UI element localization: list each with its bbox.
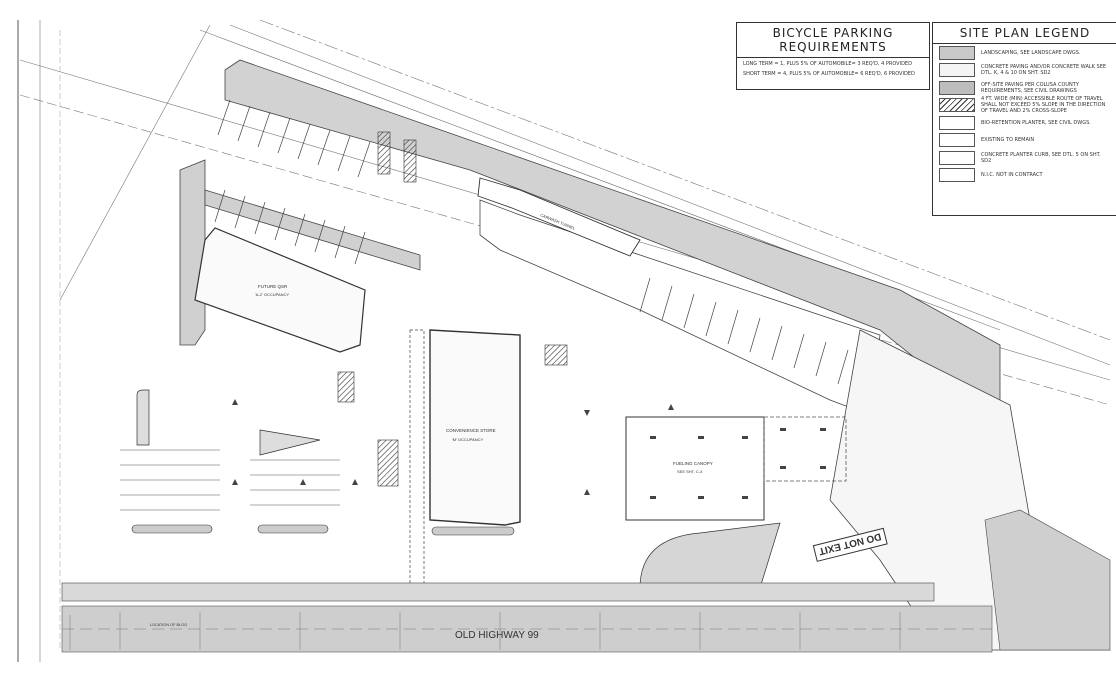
planter-island-1: [136, 389, 150, 446]
legend-swatch-accessible-route: [939, 98, 975, 113]
building-future-qsr-sub: 'A-2' OCCUPANCY: [255, 292, 289, 297]
parking-stalls-west: [120, 449, 340, 511]
legend-item-planter-curb: CONCRETE PLANTER CURB, SEE DTL. 5 ON SHT…: [933, 149, 1116, 167]
street-name: OLD HIGHWAY 99: [455, 630, 539, 641]
legend-title: SITE PLAN LEGEND: [933, 23, 1116, 44]
legend-item-accessible-route: 4 FT. WIDE (MIN) ACCESSIBLE ROUTE OF TRA…: [933, 96, 1116, 115]
frontage-planter: [61, 582, 935, 602]
legend-item-existing: EXISTING TO REMAIN: [933, 132, 1116, 150]
bicycle-parking-short-term: SHORT TERM = 4, PLUS 5% OF AUTOMOBILE= 6…: [743, 70, 915, 77]
parking-stalls-north: [214, 99, 371, 265]
legend-text: LANDSCAPING, SEE LANDSCAPE DWGS.: [981, 49, 1081, 56]
building-future-qsr: [194, 227, 366, 353]
do-not-exit-marking: DO NOT EXIT: [812, 527, 888, 562]
legend-text: BIO-RETENTION PLANTER, SEE CIVIL DWGS.: [981, 119, 1091, 126]
fueling-canopy-sub: SEE SHT. C-4: [677, 469, 703, 474]
legend-swatch-existing: [939, 133, 975, 148]
planter-island-5: [431, 526, 515, 536]
convenience-store-label: CONVENIENCE STORE: [446, 428, 496, 433]
legend-swatch-planter-curb: [939, 150, 975, 165]
planter-island-3: [131, 524, 213, 534]
walkway-west: [409, 329, 425, 601]
bicycle-parking-title: BICYCLE PARKING REQUIREMENTS: [737, 23, 929, 58]
legend-item-bio-retention: BIO-RETENTION PLANTER, SEE CIVIL DWGS.: [933, 114, 1116, 132]
legend-item-landscaping: LANDSCAPING, SEE LANDSCAPE DWGS.: [933, 44, 1116, 62]
accessible-ramp-west: [377, 439, 399, 487]
bicycle-parking-long-term: LONG TERM = 1, PLUS 5% OF AUTOMOBILE= 3 …: [743, 61, 912, 67]
parking-stalls-east: [639, 277, 849, 385]
legend-swatch-bio-retention: [939, 115, 975, 130]
legend-text: CONCRETE PAVING AND/OR CONCRETE WALK SEE…: [981, 64, 1107, 77]
convenience-store-sub: 'M' OCCUPANCY: [452, 437, 484, 442]
bicycle-parking-table: BICYCLE PARKING REQUIREMENTS LONG TERM =…: [736, 22, 930, 90]
legend-text: CONCRETE PLANTER CURB, SEE DTL. 5 ON SHT…: [981, 151, 1101, 164]
accessible-stall-4: [337, 371, 355, 403]
dimension-lines: [69, 612, 901, 650]
fueling-canopy-label: FUELING CANOPY: [673, 461, 713, 466]
carwash-tunnel: [477, 177, 641, 257]
fuel-dispensers: [650, 428, 826, 499]
legend-item-offsite-paving: OFF-SITE PAVING PER COLUSA COUNTY REQUIR…: [933, 79, 1116, 97]
legend-text: OFF-SITE PAVING PER COLUSA COUNTY REQUIR…: [981, 81, 1079, 94]
legend-swatch-offsite-paving: [939, 80, 975, 95]
location-blog-note: LOCATION OF BLOG: [150, 623, 187, 627]
old-highway-99-road: [61, 605, 993, 653]
legend-text: N.I.C. NOT IN CONTRACT: [981, 172, 1043, 179]
east-parking-field: [479, 199, 881, 416]
planter-island-2: [259, 429, 321, 456]
landscape-southeast-curve: [639, 522, 781, 589]
legend-item-concrete: CONCRETE PAVING AND/OR CONCRETE WALK SEE…: [933, 62, 1116, 80]
canopy-extension: [763, 416, 847, 482]
planter-island-4: [257, 524, 329, 534]
southeast-landscape: [984, 509, 1111, 651]
building-future-qsr-label: FUTURE QSR: [258, 284, 288, 289]
legend-swatch-landscaping: [939, 45, 975, 60]
site-plan-legend: SITE PLAN LEGEND LANDSCAPING, SEE LANDSC…: [932, 22, 1116, 216]
accessible-stall-1: [377, 131, 391, 175]
traffic-arrows: [232, 399, 674, 495]
legend-text: EXISTING TO REMAIN: [981, 137, 1035, 144]
legend-swatch-nic: [939, 168, 975, 183]
accessible-stall-3: [544, 344, 568, 366]
building-convenience-store: [429, 329, 521, 526]
legend-item-nic: N.I.C. NOT IN CONTRACT: [933, 167, 1116, 185]
north-planter: [204, 189, 421, 271]
west-planter: [179, 159, 206, 346]
accessible-stall-2: [403, 139, 417, 183]
legend-swatch-concrete: [939, 63, 975, 78]
legend-text: 4 FT. WIDE (MIN) ACCESSIBLE ROUTE OF TRA…: [981, 96, 1106, 115]
